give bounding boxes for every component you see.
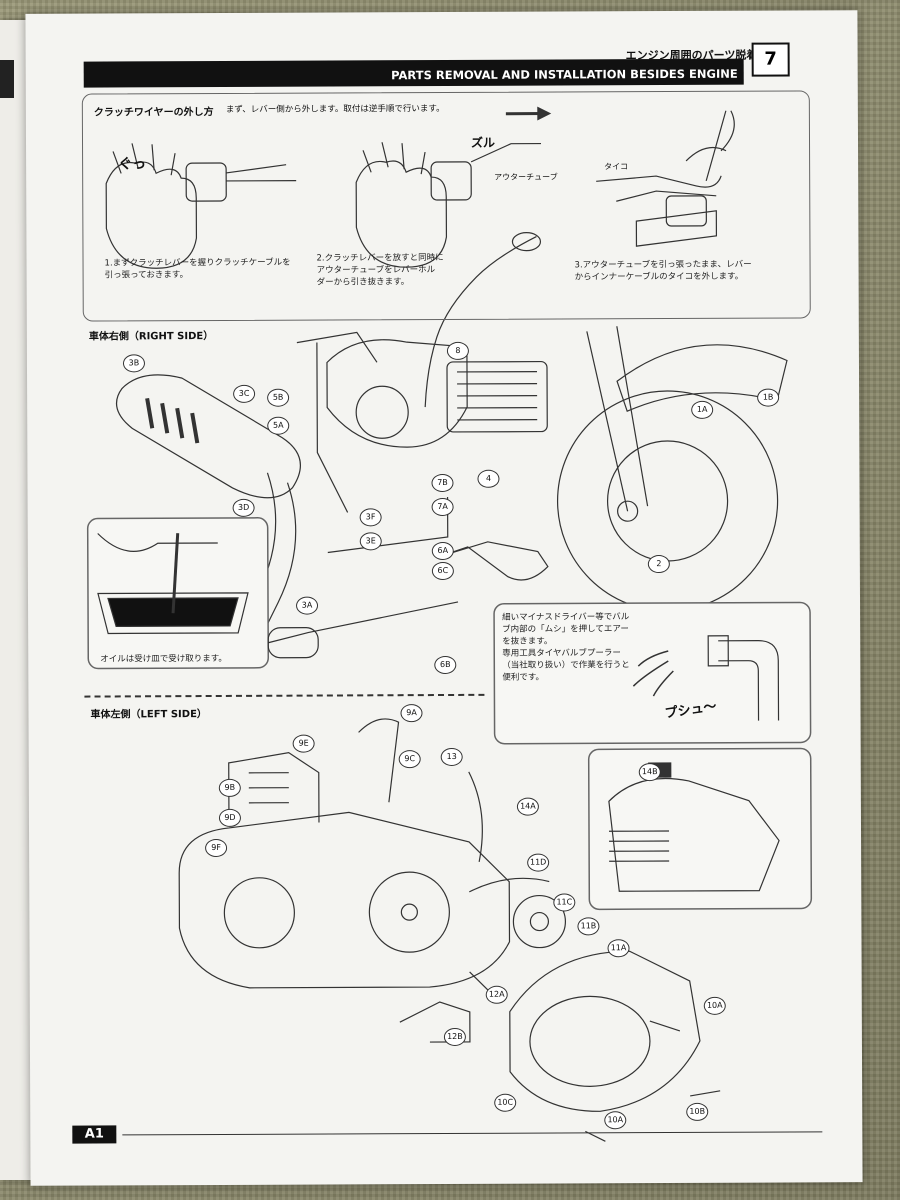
part-13: 13 [440, 747, 463, 767]
tire-valve-inset [493, 601, 812, 745]
part-6c: 6C [431, 561, 454, 581]
part-3f: 3F [359, 508, 382, 527]
part-9b: 9B [218, 778, 241, 797]
illustration-layer [86, 106, 813, 1142]
clutch-step-1: 1.まずクラッチレバーを握りクラッチケーブルを引っ張っておきます。 [104, 257, 291, 281]
part-12a: 12A [485, 985, 508, 1004]
part-9e: 9E [292, 734, 315, 753]
left-side-engine-drawing [178, 718, 511, 989]
part-9c: 9C [398, 750, 421, 769]
part-3e: 3E [359, 532, 382, 551]
part-11a: 11A [607, 939, 630, 958]
right-side-engine-drawing [296, 331, 548, 513]
part-6b: 6B [434, 655, 457, 675]
sfx-gutt: ぐっ [118, 156, 147, 173]
page-code: A1 [72, 1125, 117, 1144]
part-10c: 10C [494, 1093, 517, 1112]
part-5b: 5B [267, 388, 290, 407]
part-10a-top: 10A [703, 996, 726, 1015]
clutch-section-title: クラッチワイヤーの外し方 [93, 107, 214, 119]
part-2: 2 [647, 555, 670, 574]
part-10b: 10B [686, 1102, 709, 1121]
part-11b: 11B [577, 917, 600, 936]
part-12b: 12B [443, 1027, 466, 1047]
part-5a: 5A [267, 416, 290, 435]
part-10a-bottom: 10A [604, 1111, 627, 1130]
part-14b: 14B [638, 763, 661, 782]
clutch-step2-drawing [355, 106, 552, 268]
part-9d: 9D [218, 808, 241, 827]
part-3d: 3D [232, 498, 255, 517]
left-side-title: 車体左側（LEFT SIDE） [90, 709, 207, 721]
part-1a: 1A [691, 400, 714, 419]
part-8: 8 [446, 341, 469, 360]
part-9a: 9A [400, 704, 423, 723]
part-1b: 1B [757, 388, 780, 407]
bolts-drawing [585, 1020, 721, 1142]
previous-page-marker [0, 60, 14, 98]
part-6a: 6A [431, 541, 454, 561]
oil-drain-inset [86, 517, 270, 670]
part-11d: 11D [527, 853, 550, 872]
clutch-step3-drawing [596, 110, 735, 247]
clutch-cable [424, 236, 537, 408]
valve-note: 細いマイナスドライバー等でバルブ内部の「ムシ」を押してエアーを抜きます。専用工具… [502, 612, 630, 683]
part-14a: 14A [516, 797, 539, 816]
manual-page: エンジン周囲のパーツ脱着 PARTS REMOVAL AND INSTALLAT… [25, 10, 863, 1186]
part-3a: 3A [295, 596, 319, 615]
left-cover-drawing [509, 950, 701, 1112]
part-7a: 7A [431, 497, 454, 517]
sfx-zuru: ズル [470, 135, 496, 150]
part-9f: 9F [205, 838, 228, 858]
clutch-section-subtitle: まず、レバー側から外します。取付は逆手順で行います。 [225, 103, 445, 115]
part-4: 4 [477, 469, 500, 488]
outer-tube-label: アウターチューブ [494, 172, 558, 182]
front-wheel-drawing [556, 326, 788, 612]
sprocket-drawing [469, 877, 567, 949]
taiko-label: タイコ [604, 162, 629, 172]
clutch-wire-section [81, 90, 811, 322]
clutch-step1-drawing [105, 143, 297, 269]
left-detail-inset [587, 747, 813, 911]
part-3b: 3B [122, 354, 146, 373]
clutch-step-2: 2.クラッチレバーを放すと同時にアウターチューブをレバーホルダーから引き抜きます… [316, 252, 444, 288]
part-7b: 7B [431, 473, 454, 493]
right-side-title: 車体右側（RIGHT SIDE） [88, 331, 214, 343]
part-3c: 3C [233, 384, 256, 403]
clutch-step-3: 3.アウターチューブを引っ張ったまま、レバーからインナーケーブルのタイコを外しま… [574, 259, 752, 283]
oil-caption: オイルは受け皿で受け取ります。 [100, 653, 227, 665]
part-11c: 11C [553, 893, 576, 912]
